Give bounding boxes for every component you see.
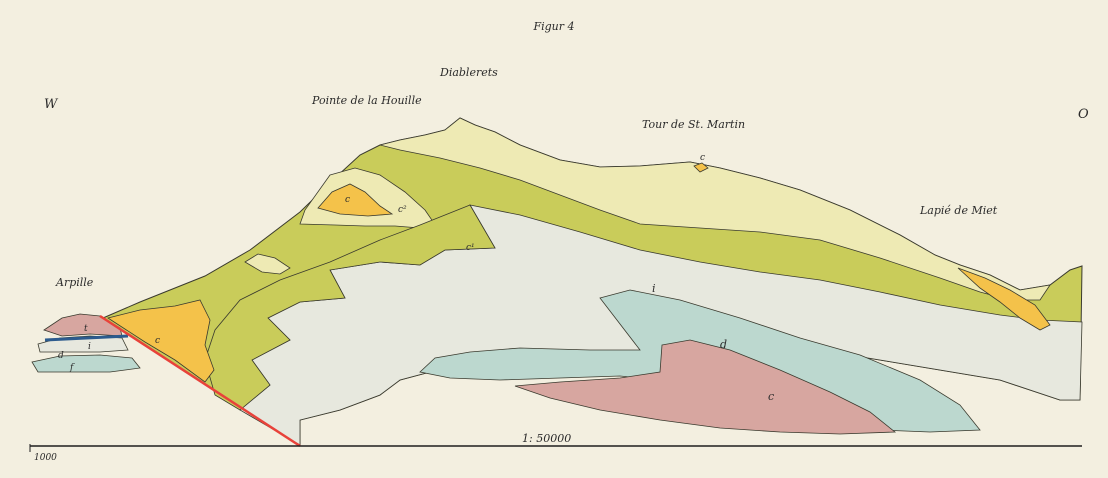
east-label: O [1078, 107, 1089, 122]
letter-i: i [652, 282, 656, 295]
letter-c1: c¹ [466, 243, 475, 253]
letter-t: c [768, 390, 774, 403]
arpille-letter-i: i [88, 342, 91, 352]
arpille-letter-d: d [58, 351, 64, 361]
elevation-label: 1000 [34, 453, 57, 463]
label-arpille: Arpille [55, 276, 94, 289]
letter-d: d [720, 338, 727, 351]
label-diablerets: Diablerets [439, 66, 498, 79]
letter-c-tour: c [700, 153, 705, 163]
label-lapie: Lapié de Miet [919, 204, 998, 217]
label-tour: Tour de St. Martin [642, 118, 745, 131]
letter-c-upper: c [345, 195, 350, 205]
west-label: W [44, 97, 59, 112]
letter-c2: c² [398, 205, 407, 215]
figure-title: Figur 4 [532, 20, 574, 33]
scale-label: 1: 50000 [522, 432, 571, 445]
arpille-letter-t: t [84, 324, 88, 334]
label-pointe: Pointe de la Houille [311, 94, 422, 107]
letter-c-lower: c [155, 336, 160, 346]
arpille-block-teal [32, 355, 140, 372]
